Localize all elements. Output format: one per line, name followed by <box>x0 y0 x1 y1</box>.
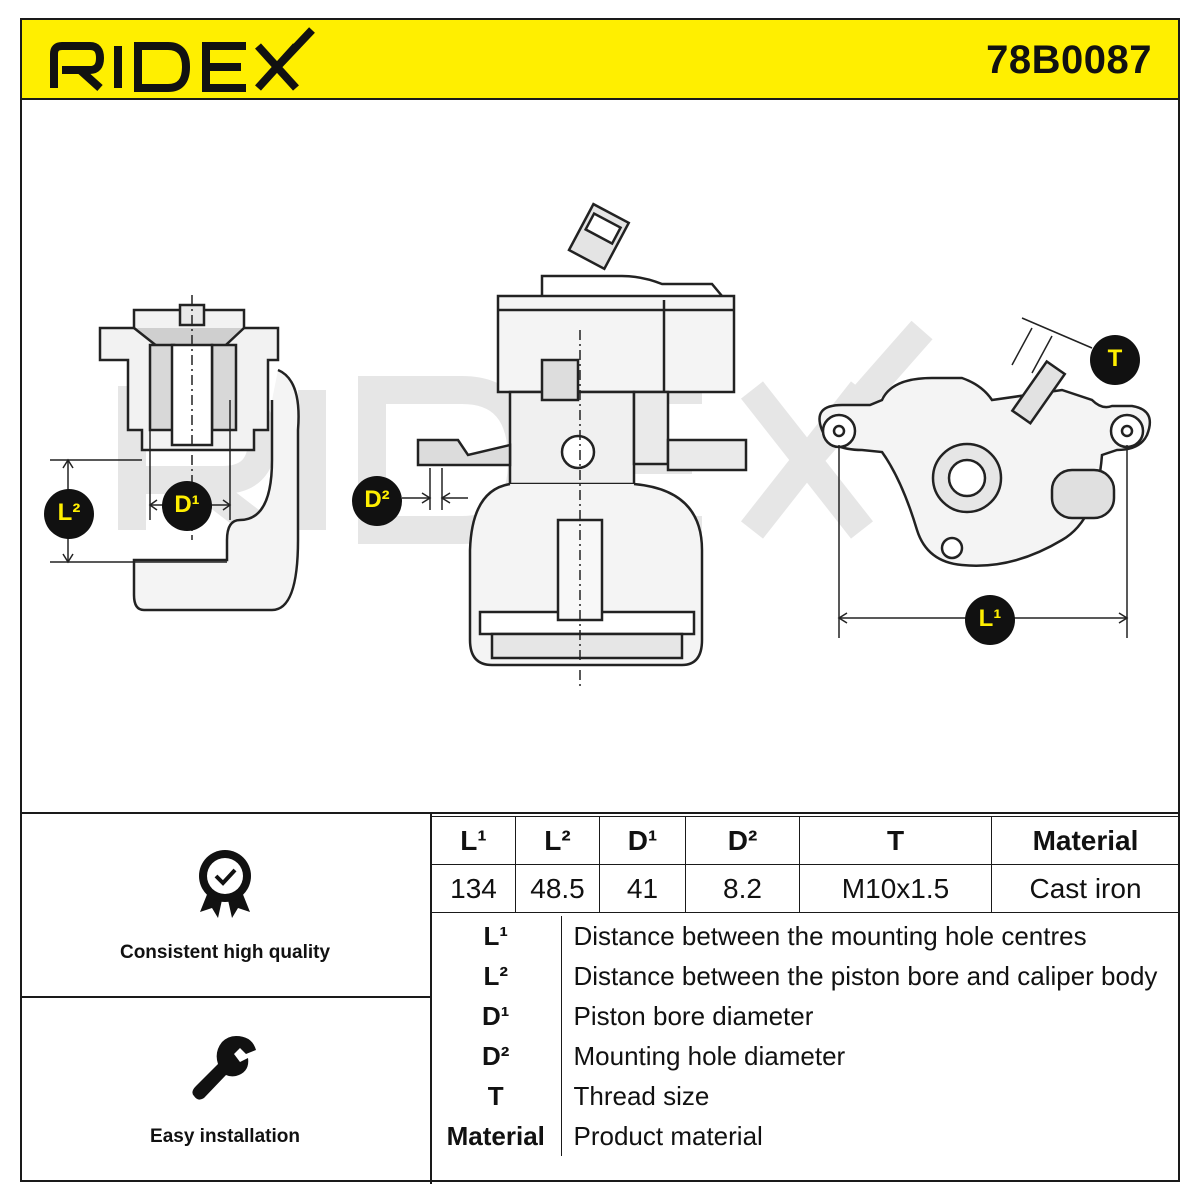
spec-value-l1: 134 <box>431 864 516 913</box>
spec-value-d2: 8.2 <box>685 864 800 913</box>
spec-header-t: T <box>799 816 992 865</box>
side-section-view <box>50 295 300 612</box>
legend-table: L¹ Distance between the mounting hole ce… <box>431 916 1180 1156</box>
legend-symbol: D¹ <box>431 996 562 1036</box>
legend-row: D¹ Piston bore diameter <box>431 996 1180 1036</box>
legend-description: Product material <box>573 1120 763 1151</box>
spec-header-l2: L² <box>515 816 600 865</box>
part-number: 78B0087 <box>986 38 1152 82</box>
callout-l1: L¹ <box>965 595 1015 645</box>
legend-symbol: D² <box>431 1036 562 1076</box>
callout-l1-label: L¹ <box>978 605 1002 632</box>
wrench-icon <box>190 1032 260 1107</box>
info-section: Consistent high quality Easy installatio… <box>20 812 1180 1184</box>
ridex-logo <box>46 26 316 101</box>
legend-row: T Thread size <box>431 1076 1180 1116</box>
callout-l2-label: L² <box>57 499 81 526</box>
feature-installation: Easy installation <box>20 998 430 1184</box>
ridex-logo-mark <box>50 27 315 92</box>
callout-d2-label: D² <box>364 486 390 513</box>
feature-quality-label: Consistent high quality <box>119 942 331 963</box>
legend-description: Distance between the mounting hole centr… <box>573 920 1087 951</box>
callout-d2: D² <box>352 476 402 526</box>
caliper-drawing: L² D¹ D² T L¹ <box>22 100 1178 812</box>
legend-row: D² Mounting hole diameter <box>431 1036 1180 1076</box>
legend-row: Material Product material <box>431 1116 1180 1156</box>
legend-description: Piston bore diameter <box>573 1000 814 1031</box>
spec-header-material: Material <box>991 816 1180 865</box>
spec-values-row: 134 48.5 41 8.2 M10x1.5 Cast iron <box>431 864 1180 913</box>
spec-header-d1: D¹ <box>599 816 686 865</box>
callout-d1: D¹ <box>162 481 212 531</box>
spec-header-l1: L¹ <box>431 816 516 865</box>
feature-installation-label: Easy installation <box>150 1126 300 1147</box>
legend-symbol: Material <box>431 1116 562 1156</box>
spec-header-d2: D² <box>685 816 800 865</box>
header-bar: 78B0087 <box>20 18 1180 100</box>
legend-description: Mounting hole diameter <box>573 1040 846 1071</box>
legend-symbol: L¹ <box>431 916 562 956</box>
top-view <box>818 317 1152 638</box>
callout-t: T <box>1090 335 1140 385</box>
legend-description: Thread size <box>573 1080 710 1111</box>
legend-symbol: L² <box>431 956 562 996</box>
feature-quality: Consistent high quality <box>20 814 430 998</box>
spec-table: L¹ L² D¹ D² T Material 134 48.5 41 8.2 M… <box>431 816 1180 913</box>
callout-t-label: T <box>1107 345 1123 372</box>
legend-symbol: T <box>431 1076 562 1116</box>
legend-row: L¹ Distance between the mounting hole ce… <box>431 916 1180 956</box>
quality-badge-icon <box>190 848 260 923</box>
legend-description: Distance between the piston bore and cal… <box>573 960 1158 991</box>
caliper-technical-drawing <box>50 202 1152 690</box>
spec-header-row: L¹ L² D¹ D² T Material <box>431 816 1180 865</box>
front-view <box>402 202 748 690</box>
spec-value-l2: 48.5 <box>515 864 600 913</box>
legend-row: L² Distance between the piston bore and … <box>431 956 1180 996</box>
spec-value-material: Cast iron <box>991 864 1180 913</box>
callout-l2: L² <box>44 489 94 539</box>
spec-value-d1: 41 <box>599 864 686 913</box>
callout-d1-label: D¹ <box>174 491 200 518</box>
spec-value-t: M10x1.5 <box>799 864 992 913</box>
